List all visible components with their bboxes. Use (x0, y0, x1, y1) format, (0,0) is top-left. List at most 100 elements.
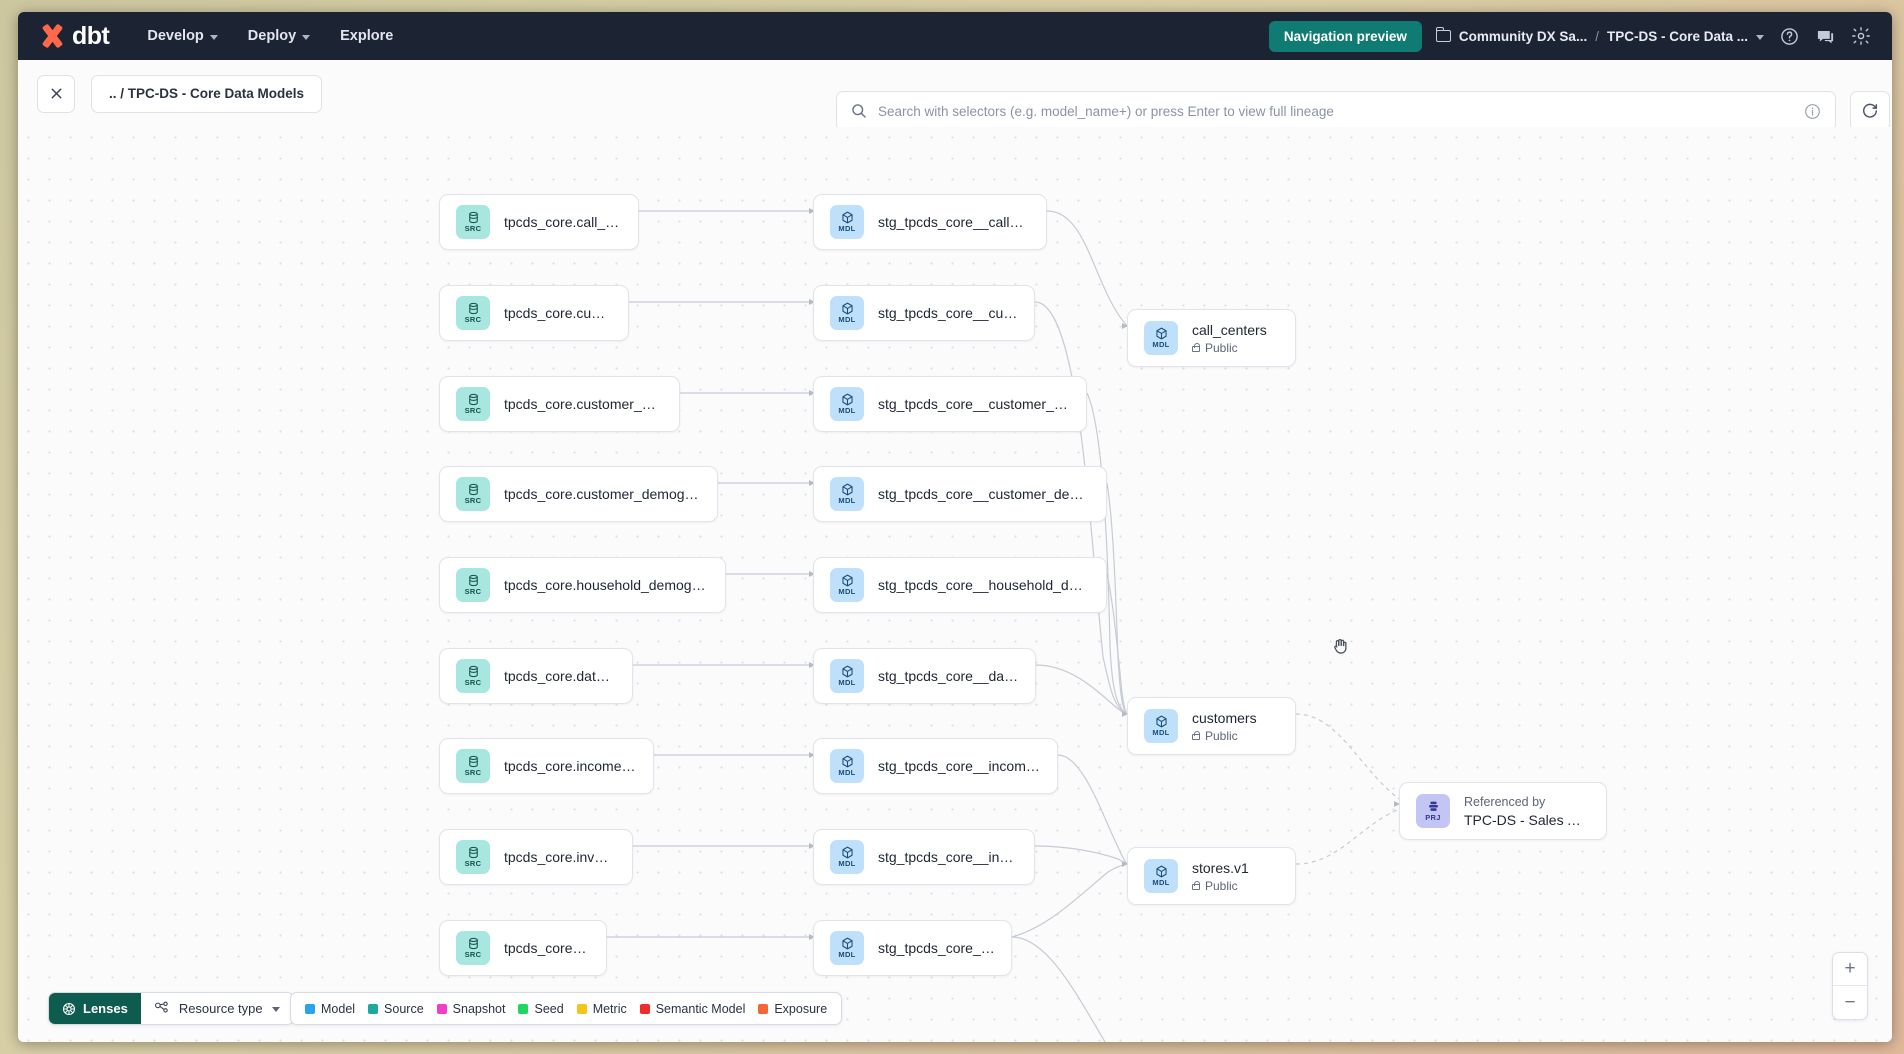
node-body: stg_tpcds_core__inventory (878, 849, 1018, 865)
source-node[interactable]: SRC tpcds_core.customer (439, 285, 629, 341)
mdl-badge-icon: MDL (830, 568, 864, 602)
node-label: stg_tpcds_core__customer_demogra... (878, 486, 1090, 502)
close-button[interactable] (37, 74, 75, 113)
navigation-preview-button[interactable]: Navigation preview (1268, 20, 1422, 52)
search-input[interactable] (878, 103, 1793, 119)
refresh-button[interactable] (1850, 91, 1890, 131)
node-body: tpcds_core.customer (504, 305, 612, 321)
dbt-logo[interactable]: dbt (40, 22, 110, 51)
legend-label: Exposure (774, 1001, 828, 1016)
lock-icon (1192, 730, 1200, 740)
src-badge-icon: SRC (456, 659, 490, 693)
breadcrumb-project[interactable]: TPC-DS - Core Data ... (1606, 28, 1748, 44)
node-access-badge: Public (1192, 729, 1257, 743)
src-badge-icon: SRC (456, 296, 490, 330)
model-node[interactable]: MDL stg_tpcds_core__household_demogr... (813, 557, 1107, 613)
source-node[interactable]: SRC tpcds_core.store (439, 920, 607, 976)
top-nav-right-group: Navigation preview Community DX Sa... / … (1268, 20, 1872, 52)
node-label: tpcds_core.customer_demographics (504, 486, 701, 502)
source-node[interactable]: SRC tpcds_core.date_dim (439, 648, 633, 704)
src-badge-icon: SRC (456, 931, 490, 965)
node-body: tpcds_core.date_dim (504, 668, 616, 684)
node-label: tpcds_core.store (504, 940, 590, 956)
account-project-breadcrumb: Community DX Sa... / TPC-DS - Core Data … (1435, 26, 1764, 44)
feedback-chat-icon[interactable] (1814, 25, 1836, 47)
node-body: stg_tpcds_core__income_band (878, 758, 1041, 774)
legend-item: Semantic Model (639, 1001, 746, 1016)
node-label: stg_tpcds_core__household_demogr... (878, 577, 1090, 593)
src-badge-icon: SRC (456, 205, 490, 239)
breadcrumb-account[interactable]: Community DX Sa... (1458, 28, 1588, 44)
legend-item: Seed (518, 1002, 564, 1016)
legend-label: Semantic Model (655, 1001, 746, 1016)
node-body: tpcds_core.customer_address (504, 396, 663, 412)
node-body: stg_tpcds_core__call_center (878, 214, 1030, 230)
lenses-button[interactable]: Lenses (49, 993, 141, 1024)
src-badge-icon: SRC (456, 840, 490, 874)
node-label: stg_tpcds_core__income_band (878, 758, 1041, 774)
nav-item-deploy[interactable]: Deploy (248, 28, 311, 44)
source-node[interactable]: SRC tpcds_core.customer_demographics (439, 466, 718, 522)
info-circle-icon[interactable] (1804, 103, 1821, 120)
mdl-badge-icon: MDL (1144, 321, 1178, 355)
lock-icon (1192, 342, 1200, 352)
model-node[interactable]: MDLstg_tpcds_core__customer_demogra... (813, 466, 1107, 522)
node-body: stg_tpcds_core__customer_demogra... (878, 486, 1090, 502)
legend-item: Metric (576, 1002, 627, 1016)
node-label: stg_tpcds_core__store (878, 940, 995, 956)
nav-item-explore[interactable]: Explore (340, 28, 393, 44)
help-circle-icon[interactable] (1778, 25, 1800, 47)
chevron-down-icon[interactable] (1756, 34, 1764, 40)
legend-item: Source (368, 1002, 424, 1016)
legend-label: Model (321, 1001, 356, 1016)
gear-icon[interactable] (1850, 25, 1872, 47)
legend-swatch-icon (368, 1003, 379, 1014)
node-body: stg_tpcds_core__customer (878, 305, 1018, 321)
zoom-out-button[interactable]: − (1844, 991, 1856, 1013)
node-label: stg_tpcds_core__inventory (878, 849, 1018, 865)
nav-item-develop[interactable]: Develop (147, 28, 218, 44)
lineage-breadcrumb-pill[interactable]: .. / TPC-DS - Core Data Models (91, 74, 323, 113)
model-node[interactable]: MDL stg_tpcds_core__store (813, 920, 1012, 976)
legend-label: Source (384, 1001, 424, 1016)
legend-swatch-icon (639, 1003, 650, 1014)
dbt-x-logo-icon (40, 24, 66, 48)
src-badge-icon: SRC (456, 477, 490, 511)
mdl-badge-icon: MDL (830, 931, 864, 965)
resource-type-button[interactable]: Resource type (140, 993, 293, 1024)
refresh-icon (1863, 103, 1878, 118)
lineage-graph-canvas[interactable]: SRCtpcds_core.call_centerSRCtpcds_core.c… (18, 127, 1892, 1042)
lineage-search-bar[interactable] (836, 91, 1836, 131)
lineage-edges (607, 208, 1400, 1042)
legend-label: Snapshot (452, 1001, 506, 1016)
node-label: TPC-DS - Sales Analytics (1464, 811, 1590, 828)
zoom-in-button[interactable]: + (1833, 953, 1867, 986)
grab-hand-cursor-icon (1330, 635, 1352, 657)
node-label: stores.v1 (1192, 859, 1249, 876)
node-body: stg_tpcds_core__store (878, 940, 995, 956)
lenses-group: Lenses Resource type (48, 992, 294, 1025)
lock-icon (1192, 880, 1200, 890)
node-body: tpcds_core.store (504, 940, 590, 956)
node-label: tpcds_core.date_dim (504, 668, 616, 684)
folder-icon (1435, 26, 1451, 42)
node-body: stg_tpcds_core__customer_address (878, 396, 1070, 412)
